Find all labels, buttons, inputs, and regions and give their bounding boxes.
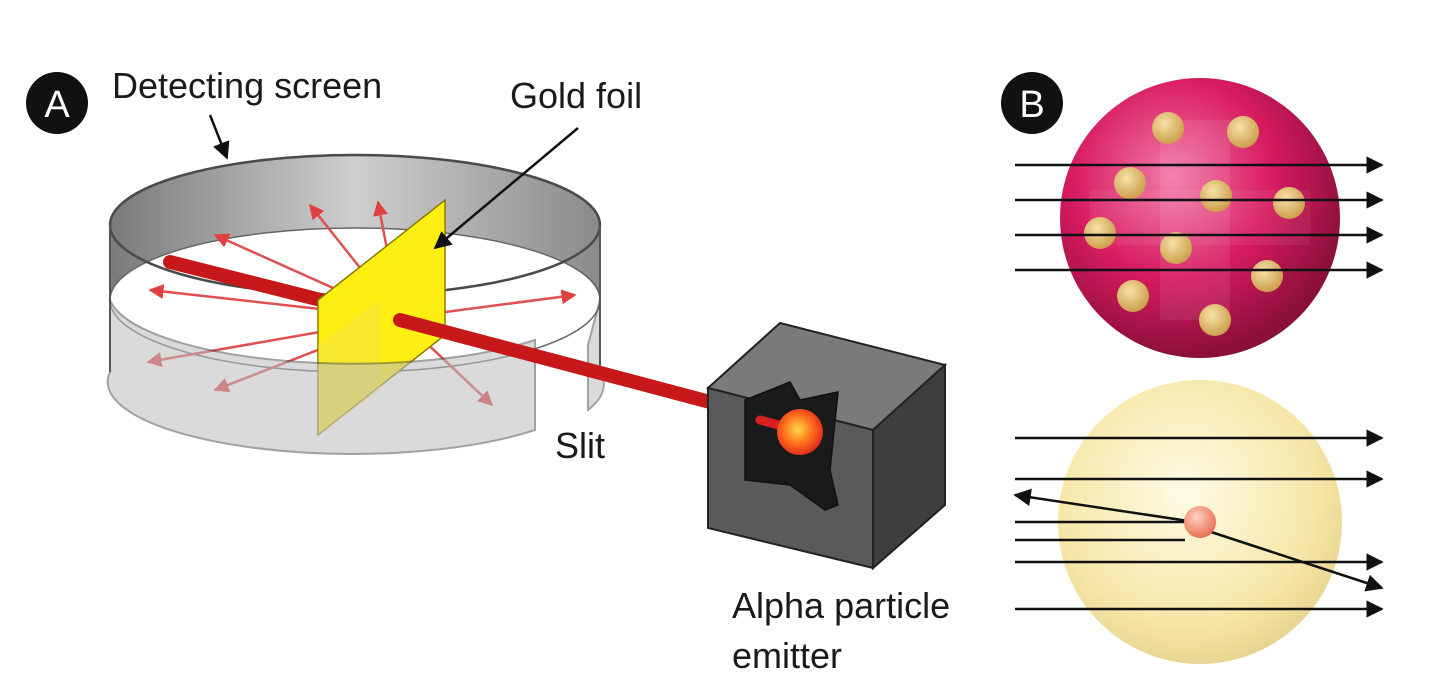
emitter-label-line2: emitter: [732, 635, 842, 676]
electron: [1160, 232, 1192, 264]
radioactive-source: [777, 409, 823, 455]
emitter-label-line1: Alpha particle: [732, 585, 950, 626]
plum-pudding-atom: [1015, 78, 1384, 358]
detecting-screen-label: Detecting screen: [112, 65, 382, 106]
electron: [1199, 304, 1231, 336]
plum-pudding-rays: [1015, 156, 1384, 279]
electron: [1273, 187, 1305, 219]
panel-b: B: [1001, 72, 1384, 664]
panel-a: A: [26, 65, 950, 676]
alpha-beam-front: [393, 313, 717, 409]
electron: [1227, 116, 1259, 148]
panel-b-badge-label: B: [1019, 84, 1044, 126]
detecting-screen-pointer: [208, 114, 230, 160]
electron: [1200, 180, 1232, 212]
electron: [1114, 167, 1146, 199]
nuclear-atom-rays: [1013, 429, 1384, 618]
electrons: [1084, 112, 1305, 336]
nuclear-atom: [1013, 380, 1384, 664]
alpha-emitter-box: [705, 321, 948, 571]
slit-label: Slit: [555, 425, 605, 466]
panel-a-badge-label: A: [44, 84, 70, 126]
electron: [1152, 112, 1184, 144]
panel-a-badge: A: [26, 72, 88, 134]
gold-foil-label: Gold foil: [510, 75, 642, 116]
electron: [1251, 260, 1283, 292]
electron: [1117, 280, 1149, 312]
panel-b-badge: B: [1001, 72, 1063, 134]
nucleus: [1184, 506, 1216, 538]
gold-foil-pointer: [433, 127, 579, 250]
detecting-screen-front: [106, 225, 605, 455]
electron: [1084, 217, 1116, 249]
